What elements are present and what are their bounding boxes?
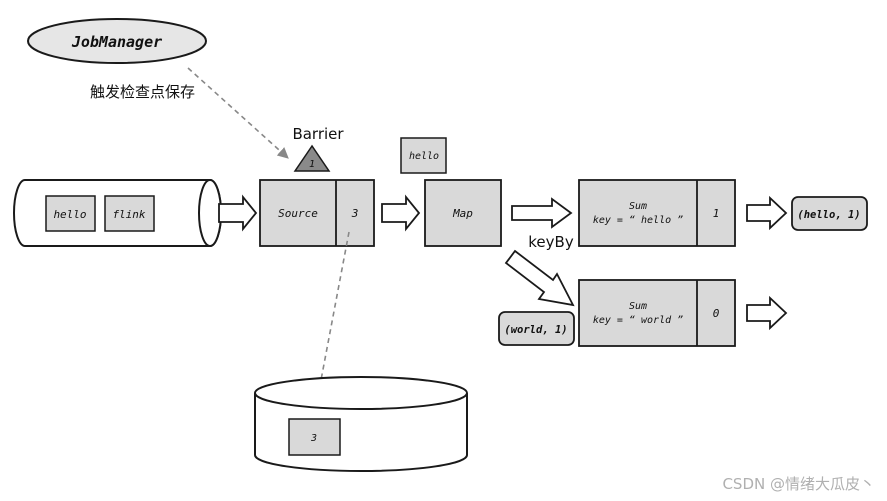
world-input-record: [498, 311, 575, 346]
sum-world-operator: Sum key = “ world ” 0: [578, 279, 736, 347]
job-manager-label: JobManager: [71, 33, 162, 51]
barrier-label: Barrier: [292, 125, 344, 143]
hello-output-label: (hello, 1): [797, 209, 860, 221]
sum-world-count: 0: [713, 307, 720, 320]
source-offset: 3: [351, 207, 359, 220]
world-input-label: (world, 1): [504, 324, 567, 336]
barrier-triangle: 1: [293, 144, 331, 172]
sum-hello-title: Sum: [629, 201, 647, 212]
sum-world-title: Sum: [629, 301, 647, 312]
arrow-sum-hello-to-output: [746, 195, 788, 231]
barrier-id: 1: [309, 159, 315, 170]
in-flight-record: [400, 137, 447, 174]
map-operator: Map: [424, 179, 502, 247]
queue-item-flink-label: flink: [112, 208, 145, 221]
sum-world-key: key = “ world ”: [593, 315, 683, 326]
arrow-map-to-sum-world: [504, 249, 575, 307]
source-label: Source: [278, 207, 318, 220]
sum-hello-count: 1: [713, 207, 720, 220]
in-flight-record-label: hello: [409, 151, 439, 162]
job-manager-node: JobManager: [27, 18, 207, 64]
trigger-checkpoint-label: 触发检查点保存: [90, 83, 195, 101]
sum-hello-operator: Sum key = “ hello ” 1: [578, 179, 736, 247]
message-queue: hello flink: [13, 179, 222, 247]
arrow-source-to-map: [381, 194, 421, 232]
queue-item-hello-label: hello: [53, 208, 86, 221]
saved-offset-box: [288, 418, 341, 456]
arrow-sum-world-output: [746, 295, 788, 331]
trigger-dashed-arrow: [187, 67, 289, 159]
map-label: Map: [452, 207, 473, 220]
queue-item-flink: [104, 195, 155, 232]
hello-output-record: [791, 196, 868, 231]
watermark: CSDN @情绪大瓜皮丶: [722, 475, 875, 493]
saved-offset-label: 3: [310, 433, 317, 444]
sum-hello-key: key = “ hello ”: [593, 215, 683, 226]
source-operator: Source 3: [259, 179, 375, 247]
queue-item-hello: [45, 195, 96, 232]
checkpoint-storage: 3: [254, 376, 468, 472]
arrow-queue-to-source: [218, 194, 258, 232]
keyby-label: keyBy: [528, 233, 574, 251]
arrow-map-to-sum-hello: [511, 197, 573, 229]
